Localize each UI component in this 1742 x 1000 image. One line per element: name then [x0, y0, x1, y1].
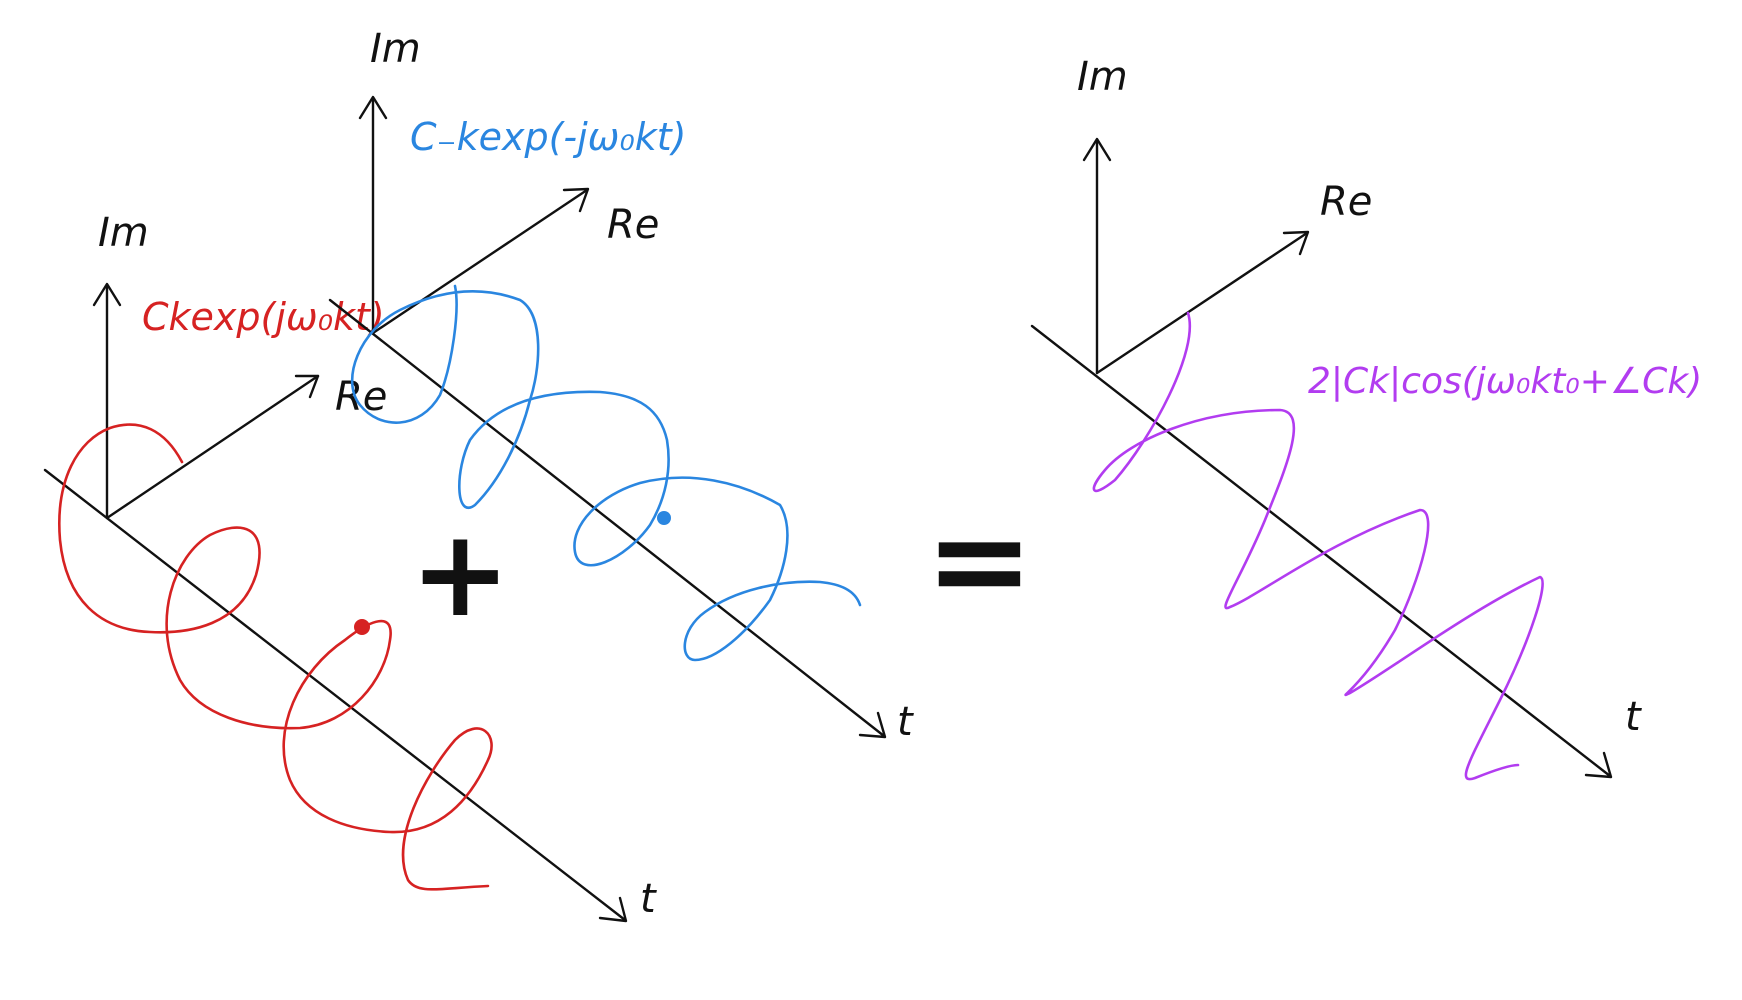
- im-label-blue: Im: [370, 26, 421, 72]
- t-label-purple: t: [1625, 694, 1642, 740]
- im-label-purple: Im: [1077, 54, 1128, 100]
- purple-axes: [1030, 137, 1613, 779]
- red-term-label: Ckexp(jω₀kt): [142, 295, 385, 339]
- purple-term-label: 2|Ck|cos(jω₀kt₀+∠Ck): [1308, 361, 1702, 402]
- red-axes: [43, 282, 628, 923]
- re-label-blue: Re: [607, 202, 659, 248]
- im-label-red: Im: [98, 210, 149, 256]
- red-helix-curve: [58, 423, 493, 891]
- re-label-red: Re: [335, 374, 387, 420]
- equals-sign: =: [925, 484, 1034, 636]
- blue-term-label: C₋kexp(-jω₀kt): [410, 115, 686, 159]
- t-label-red: t: [640, 876, 657, 922]
- purple-cosine-curve: [1092, 311, 1544, 781]
- red-dot: [354, 619, 370, 635]
- blue-dot: [657, 511, 671, 525]
- blue-axes: [328, 95, 887, 739]
- blue-helix-curve: [350, 284, 862, 662]
- re-label-purple: Re: [1320, 179, 1372, 225]
- t-label-blue: t: [897, 699, 914, 745]
- plus-sign: +: [410, 505, 511, 644]
